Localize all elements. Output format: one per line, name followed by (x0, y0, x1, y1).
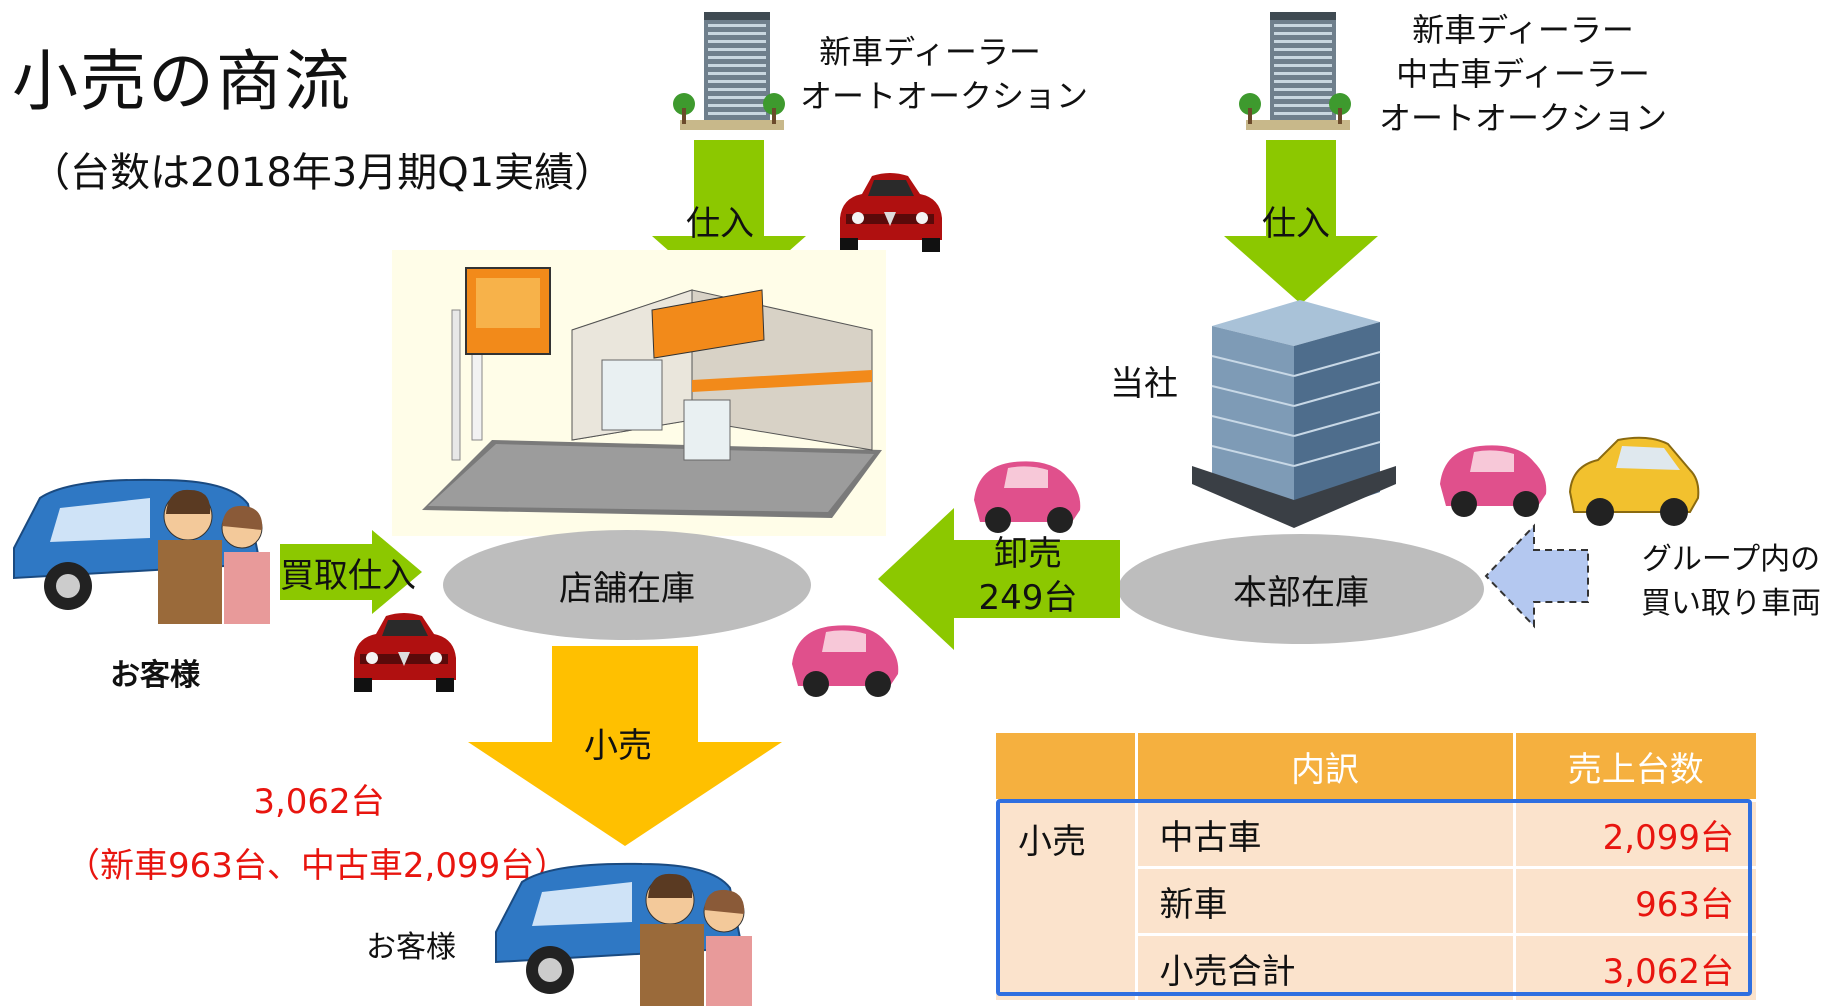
customer-label-left: お客様 (110, 658, 200, 693)
dealer-left-line2: オートオークション (800, 77, 1089, 115)
store-building-icon (392, 250, 886, 536)
page-title: 小売の商流 (12, 43, 352, 120)
dealer-right-label: 新車ディーラー 中古車ディーラー オートオークション (1378, 8, 1668, 140)
pink-car-icon (1440, 445, 1547, 517)
table-cell-units: 2,099台 (1514, 799, 1756, 868)
dealer-left-line1: 新車ディーラー (819, 33, 1041, 71)
table-header-item: 内訳 (1136, 733, 1516, 801)
customer-car-icon (495, 862, 752, 1006)
office-building-icon (1239, 12, 1351, 130)
group-vehicles-line1: グループ内の (1641, 542, 1821, 577)
pink-car-icon (792, 625, 899, 697)
group-vehicles-line2: 買い取り車両 (1641, 586, 1821, 621)
table-row: 小売合計 3,062台 (996, 933, 1756, 1000)
page-subtitle: （台数は2018年3月期Q1実績） (30, 150, 615, 196)
office-building-icon (673, 12, 785, 130)
table-group-label: 小売 (996, 799, 1138, 1000)
dealer-left-label: 新車ディーラー オートオークション (800, 30, 1089, 118)
group-vehicles-arrow (1484, 523, 1589, 629)
red-car-icon (840, 173, 942, 252)
buyback-arrow (280, 530, 422, 614)
wholesale-label-line1: 卸売 (994, 534, 1062, 574)
table-cell-units: 963台 (1514, 866, 1756, 935)
hq-inventory-ellipse: 本部在庫 (1118, 534, 1484, 644)
dealer-right-line1: 新車ディーラー (1412, 11, 1634, 49)
table-cell-units: 3,062台 (1514, 933, 1756, 1000)
company-label: 当社 (1110, 364, 1178, 404)
table-header-units: 売上台数 (1514, 733, 1756, 801)
retail-total-breakdown: （新車963台、中古車2,099台） (66, 846, 569, 886)
store-inventory-ellipse: 店舗在庫 (443, 530, 811, 640)
red-car-icon (354, 613, 456, 692)
table-header-row: 内訳 売上台数 (996, 733, 1756, 801)
wholesale-label: 卸売 249台 (968, 532, 1088, 620)
wholesale-arrow (878, 508, 1120, 650)
dealer-right-line2: 中古車ディーラー (1396, 55, 1650, 93)
table-cell-item: 新車 (1136, 866, 1516, 935)
purchase-arrow-right (1224, 140, 1378, 304)
purchase-label-left: 仕入 (686, 204, 754, 244)
sales-table: 内訳 売上台数 小売 中古車 2,099台 新車 963台 小売合計 3,062… (996, 733, 1756, 1000)
group-vehicles-label: グループ内の 買い取り車両 (1626, 538, 1833, 626)
yellow-car-icon (1568, 436, 1700, 526)
headquarters-building-icon (1192, 300, 1396, 528)
table-cell-item: 中古車 (1136, 799, 1516, 868)
pink-car-icon (974, 461, 1081, 533)
table-row: 小売 中古車 2,099台 (996, 799, 1756, 1000)
table-header-blank (996, 733, 1138, 801)
retail-label: 小売 (584, 726, 652, 766)
table-cell-item: 小売合計 (1136, 933, 1516, 1000)
dealer-right-line3: オートオークション (1378, 99, 1667, 137)
hq-inventory-label: 本部在庫 (1233, 572, 1369, 613)
buyback-label: 買取仕入 (280, 556, 416, 596)
customer-label-bottom: お客様 (366, 930, 456, 965)
purchase-label-right: 仕入 (1262, 204, 1330, 244)
table-row: 新車 963台 (996, 866, 1756, 935)
retail-total-value: 3,062台 (253, 782, 385, 822)
customer-car-icon (13, 478, 270, 624)
store-inventory-label: 店舗在庫 (559, 568, 695, 609)
retail-arrow (468, 646, 782, 846)
wholesale-label-line2: 249台 (978, 578, 1078, 618)
